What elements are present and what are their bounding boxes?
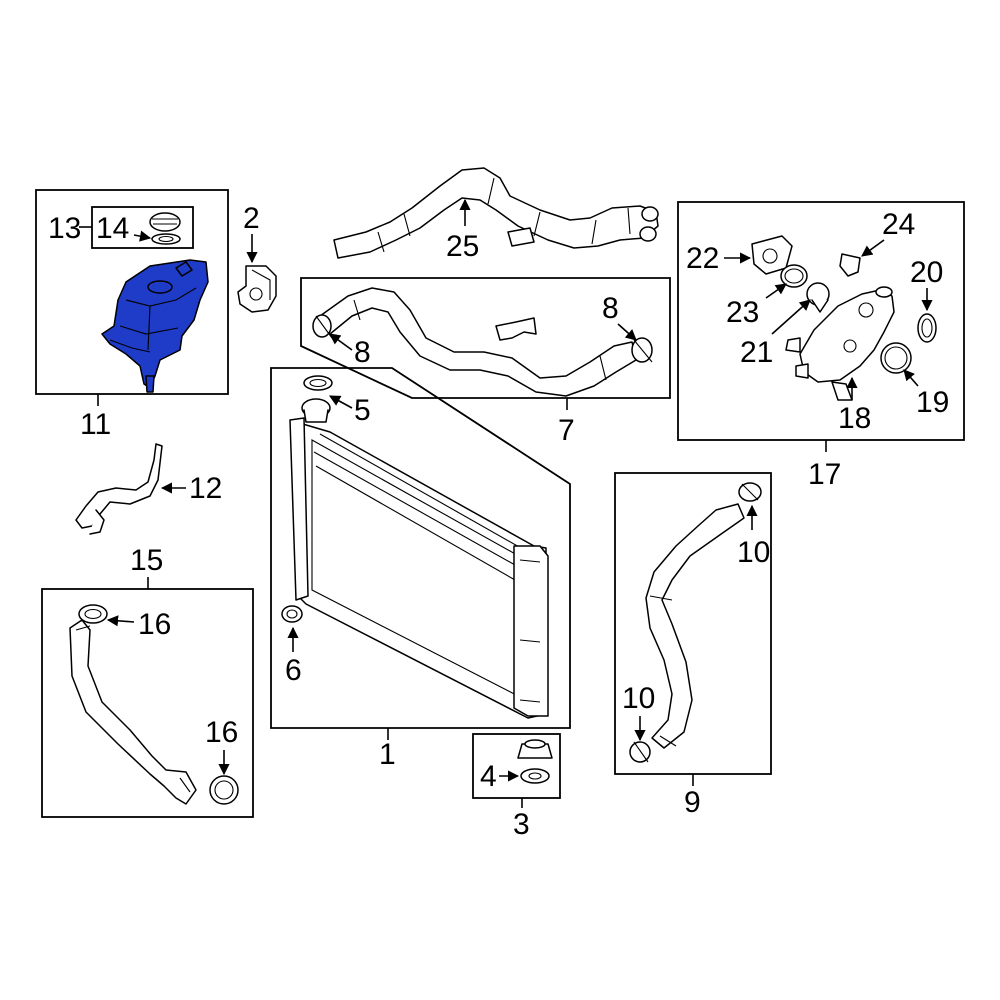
mount-washer[interactable] <box>520 768 550 784</box>
overflow-hose[interactable] <box>75 443 163 535</box>
callout-8-right: 8 <box>602 292 619 325</box>
callout-8-left: 8 <box>354 336 371 369</box>
pipe-gasket-upper[interactable] <box>78 604 108 624</box>
group-7-box <box>300 277 671 399</box>
group-15-box <box>41 588 254 818</box>
hose-bracket[interactable] <box>495 317 537 341</box>
housing-gasket-20[interactable] <box>917 313 937 343</box>
callout-23: 23 <box>726 296 759 329</box>
temperature-sensor[interactable] <box>839 253 861 277</box>
lower-hose-group: 10 10 9 <box>614 472 772 819</box>
callout-10-lower: 10 <box>622 682 655 715</box>
group-17-box <box>677 201 965 441</box>
hose-clamp-left[interactable] <box>312 314 333 339</box>
callout-3: 3 <box>513 808 530 841</box>
lower-coolant-pipe[interactable] <box>69 619 197 805</box>
callout-17: 17 <box>808 458 841 491</box>
callout-12: 12 <box>189 472 222 505</box>
hose-clamp-right[interactable] <box>631 337 653 363</box>
callout-9: 9 <box>684 786 701 819</box>
group-3-box <box>472 733 561 799</box>
group-11-box <box>35 189 229 395</box>
water-outlet-housing[interactable] <box>785 286 895 401</box>
callout-13: 13 <box>48 212 81 245</box>
reservoir-group: 13 14 11 <box>35 189 229 441</box>
housing-gasket-23[interactable] <box>780 264 808 288</box>
callout-2: 2 <box>243 202 260 235</box>
upper-mount-insulator[interactable] <box>517 739 553 759</box>
callout-16-lower: 16 <box>205 716 238 749</box>
callout-20: 20 <box>910 256 943 289</box>
group-1-box <box>270 367 571 729</box>
lower-pipe-group: 15 16 16 <box>41 544 254 818</box>
callout-21: 21 <box>740 336 773 369</box>
callout-10-upper: 10 <box>737 536 770 569</box>
callout-11: 11 <box>80 408 111 441</box>
hose-clamp-upper[interactable] <box>738 482 762 502</box>
lower-radiator-hose[interactable] <box>645 503 745 749</box>
callout-4: 4 <box>480 760 497 793</box>
reservoir-bracket[interactable] <box>237 265 277 313</box>
thermostat[interactable] <box>806 282 830 313</box>
thermostat-housing-group: 22 24 20 23 21 18 19 17 <box>677 201 965 491</box>
radiator-cap[interactable] <box>301 398 331 423</box>
callout-15: 15 <box>130 544 163 577</box>
callout-1: 1 <box>379 738 396 771</box>
callout-7: 7 <box>558 414 575 447</box>
reservoir-cap[interactable] <box>149 212 181 245</box>
callout-18: 18 <box>838 402 871 435</box>
callout-6: 6 <box>285 654 302 687</box>
coolant-pipe-assembly[interactable] <box>333 167 659 259</box>
radiator-mount-bushing[interactable] <box>281 605 303 623</box>
callout-25: 25 <box>446 230 479 263</box>
group-9-box <box>614 472 772 775</box>
callout-24: 24 <box>882 208 915 241</box>
coolant-reservoir-tank[interactable] <box>101 259 209 393</box>
callout-16-upper: 16 <box>138 608 171 641</box>
pipe-gasket-lower[interactable] <box>209 775 239 805</box>
callout-22: 22 <box>686 242 719 275</box>
callout-5: 5 <box>354 394 371 427</box>
radiator-cap-gasket[interactable] <box>303 375 333 391</box>
radiator[interactable] <box>289 417 549 719</box>
callout-14: 14 <box>96 212 129 245</box>
hose-clamp-lower[interactable] <box>629 741 651 763</box>
mount-group: 4 3 <box>472 733 561 841</box>
housing-gasket-19[interactable] <box>880 342 912 374</box>
radiator-group: 5 6 1 <box>270 367 571 771</box>
callout-19: 19 <box>916 386 949 419</box>
upper-hose-group: 8 8 7 <box>300 277 671 447</box>
